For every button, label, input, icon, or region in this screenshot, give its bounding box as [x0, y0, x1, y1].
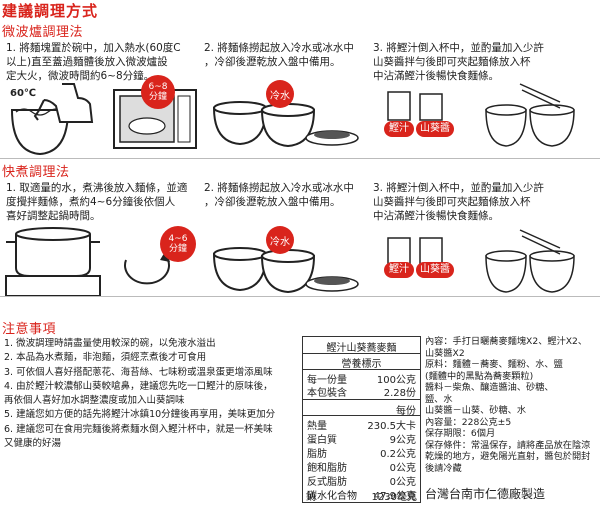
noodle-plate-illustration — [305, 130, 359, 146]
nutrition-label: 鰹汁山葵蕎麥麵 營養標示 每一份量 100公克 本包裝含 2.28份 每份 熱量 23… — [302, 336, 421, 503]
section-divider — [0, 158, 600, 159]
notice-item: 1. 微波調理時請盡量使用較深的碗，以免液水溢出 — [4, 338, 216, 349]
qc-step-3: 3. 將鰹汁倒入杯中，並酌量加入少許 山葵醬拌勻後即可夾起麵條放入杯 中沾滿鰹汁… — [373, 182, 544, 222]
wasabi-tag: 山葵醬 — [416, 121, 454, 137]
nutrient-label: 熱量 — [307, 421, 327, 432]
nutrient-value: 0公克 — [389, 477, 416, 488]
wasabi-tag: 山葵醬 — [416, 262, 454, 278]
notice-item: 6. 建議您可在食用完麵後將煮麵水倒入鰹汁杯中，就是一杯美味 — [4, 423, 273, 435]
notice-list: 1. 微波調理時請盡量使用較深的碗，以免液水溢出 2. 本品為水煮麵，非泡麵，須… — [4, 337, 300, 451]
qc-step-2: 2. 將麵條撈起放入冷水或冰水中 ，冷卻後瀝乾放入盤中備用。 — [204, 182, 354, 208]
servings-value: 2.28份 — [383, 388, 416, 399]
cold-water-bowl-illustration — [212, 247, 316, 294]
nutrient-label: 脂肪 — [307, 449, 327, 460]
notice-item: 4. 由於鰹汁較濃郁山葵較嗆鼻，建議您先吃一口鰹汁的原味後， — [4, 380, 273, 392]
manufacturer: 台灣台南市仁德廠製造 — [425, 487, 546, 501]
nutrition-title: 營養標示 — [341, 359, 382, 370]
notice-heading: 注意事項 — [2, 322, 57, 337]
quick-illustrations — [5, 227, 575, 297]
serving-value: 100公克 — [376, 375, 416, 386]
microwave-illustrations — [10, 83, 575, 156]
nutrient-value: 1230毫克 — [371, 492, 417, 503]
nutrient-value: 230.5大卡 — [367, 421, 416, 432]
microwave-heading: 微波爐調理法 — [2, 25, 84, 40]
sauce-tag: 鰹汁 — [384, 121, 414, 137]
serving-label: 每一份量 — [307, 375, 347, 386]
sauce-tag: 鰹汁 — [384, 262, 414, 278]
sauce-packet-illustration — [387, 91, 443, 121]
nutrient-label: 反式脂肪 — [307, 477, 347, 488]
notice-item: 5. 建議您如方便的話先將鰹汁冰鎮10分鐘後再享用，美味更加分 — [4, 409, 276, 421]
kettle-illustration — [33, 83, 94, 123]
notice-item: 3. 可依個人喜好搭配蔥花、海苔絲、七味粉或溫泉蛋更增添風味 — [4, 366, 273, 378]
per-serving-header: 每份 — [396, 406, 416, 417]
page-title: 建議調理方式 — [2, 2, 99, 20]
dipping-cup-illustration — [485, 83, 575, 147]
pot-on-stove-illustration — [5, 227, 101, 297]
cold-water-badge: 冷水 — [266, 80, 294, 108]
cold-water-badge: 冷水 — [266, 226, 294, 254]
nutrient-label: 飽和脂肪 — [307, 463, 347, 474]
mw-step-3: 3. 將鰹汁倒入杯中，並酌量加入少許 山葵醬拌勻後即可夾起麵條放入杯 中沾滿鰹汁… — [373, 42, 544, 82]
nutrient-label: 鈉 — [306, 492, 316, 503]
qc-step-1: 1. 取適量的水，煮沸後放入麵條，並適 度攪拌麵條，煮約4~6分鐘後依個人 喜好… — [6, 182, 188, 222]
nutrient-label: 碳水化合物 — [307, 491, 357, 502]
nutrient-label: 蛋白質 — [307, 435, 337, 446]
mw-step-1: 1. 將麵塊置於碗中，加入熱水(60度C 以上)直至蓋過麵體後放入微波爐設 定大… — [6, 42, 181, 82]
sauce-packet-illustration — [387, 237, 443, 265]
nutrient-value: 47.9公克 — [373, 491, 416, 502]
quick-heading: 快煮調理法 — [2, 165, 70, 180]
servings-label: 本包裝含 — [307, 388, 347, 399]
notice-item: 再依個人喜好加水調整濃度或加入山葵調味 — [4, 395, 185, 407]
temperature-label: 60℃ — [10, 88, 37, 99]
nutrition-product-name: 鰹汁山葵蕎麥麵 — [326, 343, 397, 354]
nutrient-value: 0.2公克 — [380, 449, 416, 460]
product-info: 內容：手打日曬蕎麥麵塊X2、鰹汁X2、 山葵醬X2 原料：麵體－蕎麥、麵粉、水、… — [425, 336, 591, 474]
notice-item: 2. 本品為水煮麵，非泡麵，須經烹煮後才可食用 — [4, 352, 207, 364]
mw-step-2: 2. 將麵條撈起放入冷水或冰水中 ，冷卻後瀝乾放入盤中備用。 — [204, 42, 354, 68]
cold-water-bowl-illustration — [212, 101, 316, 148]
noodle-plate-illustration — [305, 276, 359, 292]
notice-item: 又健康的好湯 — [4, 438, 62, 450]
nutrient-value: 9公克 — [389, 435, 416, 446]
section-divider — [0, 296, 600, 297]
dipping-cup-illustration — [485, 229, 575, 293]
nutrient-value: 0公克 — [389, 463, 416, 474]
